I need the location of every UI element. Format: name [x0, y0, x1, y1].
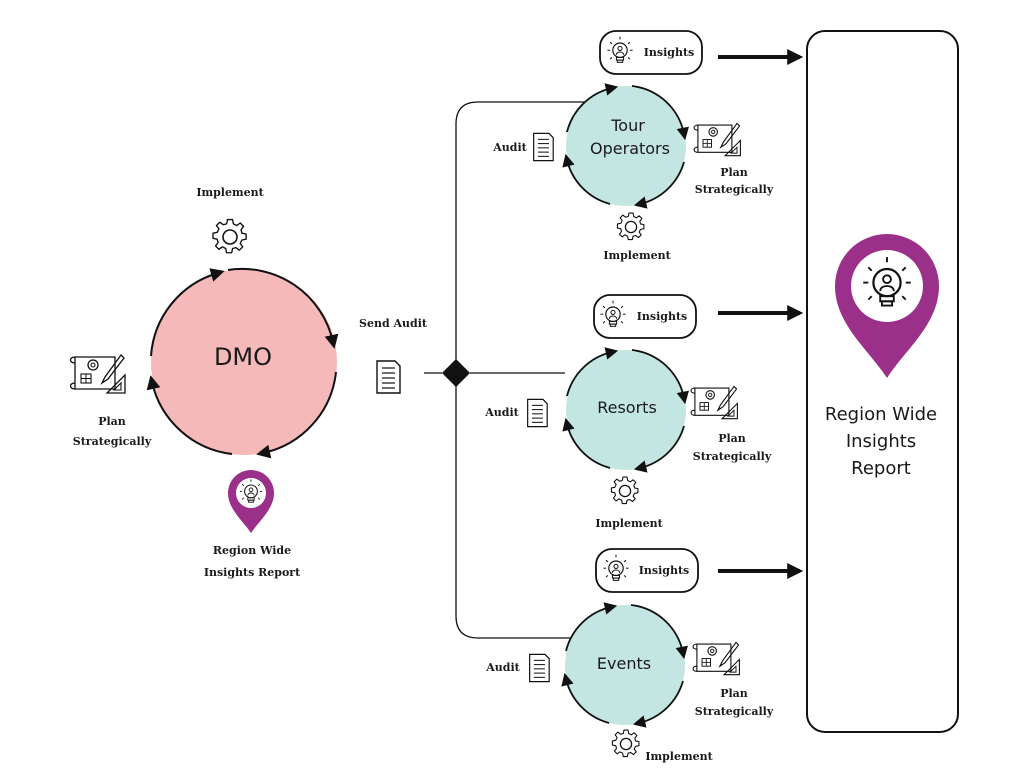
location-pin-icon [835, 234, 939, 378]
connector-lines [424, 101, 588, 639]
decision-diamond [442, 359, 470, 387]
send-audit-label: Send Audit [359, 317, 428, 330]
tour-operators-insights-pill: Insights [599, 30, 703, 75]
dmo-label: DMO [214, 343, 272, 371]
branch-events: Events Insights Audit Plan Strategically… [485, 548, 774, 763]
blueprint-icon [692, 641, 740, 676]
blueprint-icon [693, 122, 741, 157]
dmo-circle [151, 269, 337, 455]
tour-operators-label-line1: Tour [610, 116, 645, 135]
location-pin-icon [228, 470, 274, 533]
events-circle [565, 605, 685, 725]
tour-operators-plan-line1: Plan [720, 166, 748, 179]
resorts-label: Resorts [597, 398, 657, 417]
document-icon [527, 398, 548, 428]
resorts-plan-line1: Plan [718, 432, 746, 445]
resorts-insights-pill: Insights [593, 294, 697, 339]
resorts-audit-label: Audit [484, 406, 519, 419]
tour-operators-audit-label: Audit [492, 141, 527, 154]
report-title-line3: Report [851, 458, 911, 479]
tour-operators-circle [566, 86, 686, 206]
tour-operators-implement-label: Implement [603, 249, 671, 262]
region-report-panel: Region Wide Insights Report [806, 30, 959, 733]
dmo-report-line2: Insights Report [204, 566, 301, 579]
events-plan-line2: Strategically [695, 705, 774, 718]
events-implement-label: Implement [645, 750, 713, 763]
report-arrows [718, 49, 804, 579]
branch-tour-operators: Tour Operators Insights Audit Plan Strat… [492, 30, 774, 262]
events-audit-label: Audit [485, 661, 520, 674]
dmo-plan-line2: Strategically [73, 435, 152, 448]
events-insights-label: Insights [639, 564, 689, 577]
resorts-implement-label: Implement [595, 517, 663, 530]
gear-icon [616, 212, 645, 241]
resorts-plan-line2: Strategically [693, 450, 772, 463]
blueprint-icon [690, 385, 738, 420]
gear-icon [611, 729, 640, 758]
events-plan-line1: Plan [720, 687, 748, 700]
report-title-line2: Insights [846, 431, 916, 452]
events-label: Events [597, 654, 651, 673]
events-insights-pill: Insights [595, 548, 699, 593]
tour-operators-label-line2: Operators [590, 139, 670, 158]
blueprint-icon [69, 354, 126, 394]
document-icon [529, 653, 550, 683]
dmo-implement-label: Implement [196, 186, 264, 199]
tour-operators-insights-label: Insights [644, 46, 694, 59]
tour-operators-plan-line2: Strategically [695, 183, 774, 196]
gear-icon [610, 476, 639, 505]
resorts-circle [566, 350, 686, 470]
gear-icon [212, 218, 247, 254]
report-title-line1: Region Wide [825, 404, 937, 425]
dmo-cycle: DMO [146, 267, 339, 459]
document-icon [376, 360, 401, 394]
dmo-report-line1: Region Wide [213, 544, 291, 557]
resorts-insights-label: Insights [637, 310, 687, 323]
document-icon [533, 132, 554, 162]
dmo-plan-line1: Plan [98, 415, 126, 428]
branch-resorts: Resorts Insights Audit Plan Strategicall… [484, 294, 772, 530]
